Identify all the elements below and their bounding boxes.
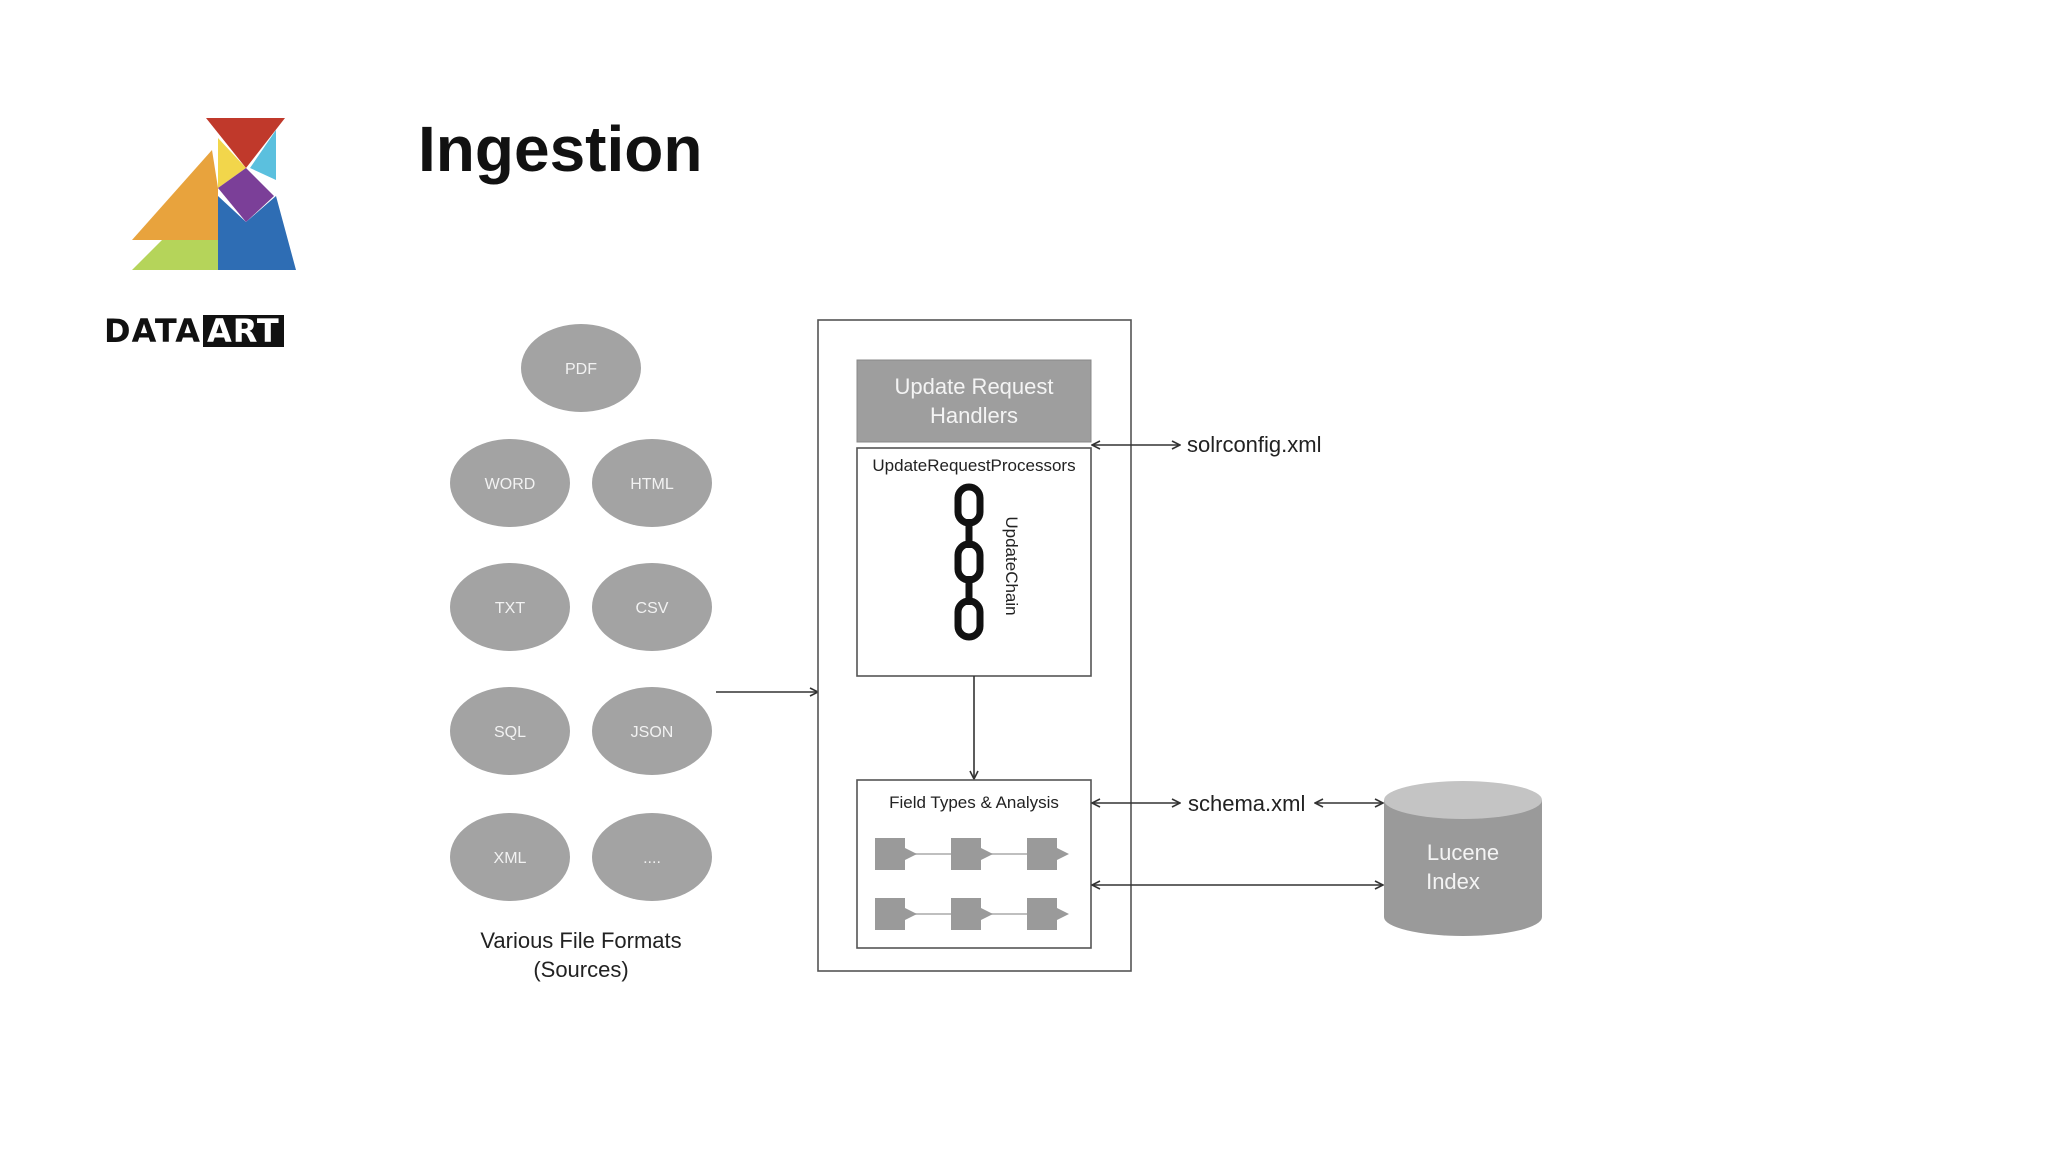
processors-label: UpdateRequestProcessors	[872, 456, 1075, 475]
source-formats: PDF WORD HTML TXT CSV SQL JSON XML	[450, 324, 712, 901]
lucene-label-line2: Index	[1426, 869, 1480, 894]
sources-caption-line1: Various File Formats	[480, 928, 681, 953]
logo-cyan-shape	[250, 130, 276, 180]
brand-part-art: ART	[202, 315, 284, 347]
schema-label: schema.xml	[1188, 791, 1305, 816]
svg-text:TXT: TXT	[495, 600, 525, 617]
update-request-processors-box	[856, 447, 1092, 677]
chain-icon	[954, 483, 984, 641]
format-txt: TXT	[450, 563, 570, 651]
format-csv: CSV	[592, 563, 712, 651]
format-json: JSON	[592, 687, 712, 775]
pipeline-row-2	[875, 898, 1069, 930]
lucene-index-cylinder: Lucene Index	[1384, 781, 1542, 936]
svg-text:SQL: SQL	[494, 724, 526, 741]
pipeline-row-1	[875, 838, 1069, 870]
field-types-label: Field Types & Analysis	[889, 793, 1059, 812]
logo-red-shape	[206, 118, 285, 168]
handlers-label-line2: Handlers	[930, 403, 1018, 428]
dataart-logo	[132, 118, 296, 270]
slide-title: Ingestion	[418, 113, 703, 185]
brand-part-data: DATA	[104, 312, 201, 350]
format-xml: XML	[450, 813, 570, 901]
analysis-pipeline-icons	[875, 838, 1069, 930]
svg-text:....: ....	[643, 850, 661, 867]
format-sql: SQL	[450, 687, 570, 775]
logo-purple-shape	[218, 168, 274, 222]
svg-text:JSON: JSON	[631, 724, 674, 741]
svg-text:PDF: PDF	[565, 361, 597, 378]
sources-caption-line2: (Sources)	[533, 957, 628, 982]
logo-orange-shape	[132, 150, 218, 240]
solrconfig-label: solrconfig.xml	[1187, 432, 1321, 457]
logo-green-shape	[132, 240, 218, 270]
svg-text:CSV: CSV	[636, 600, 669, 617]
lucene-label-line1: Lucene	[1427, 840, 1499, 865]
format-html: HTML	[592, 439, 712, 527]
update-chain-label: UpdateChain	[1002, 516, 1021, 615]
update-request-handlers-box	[856, 359, 1092, 443]
format-word: WORD	[450, 439, 570, 527]
format-pdf: PDF	[521, 324, 641, 412]
svg-text:HTML: HTML	[630, 476, 674, 493]
handlers-label-line1: Update Request	[895, 374, 1054, 399]
svg-text:XML: XML	[494, 850, 527, 867]
svg-text:WORD: WORD	[485, 476, 536, 493]
logo-blue-shape	[218, 196, 296, 270]
format-other: ....	[592, 813, 712, 901]
logo-yellow-shape	[218, 138, 246, 188]
